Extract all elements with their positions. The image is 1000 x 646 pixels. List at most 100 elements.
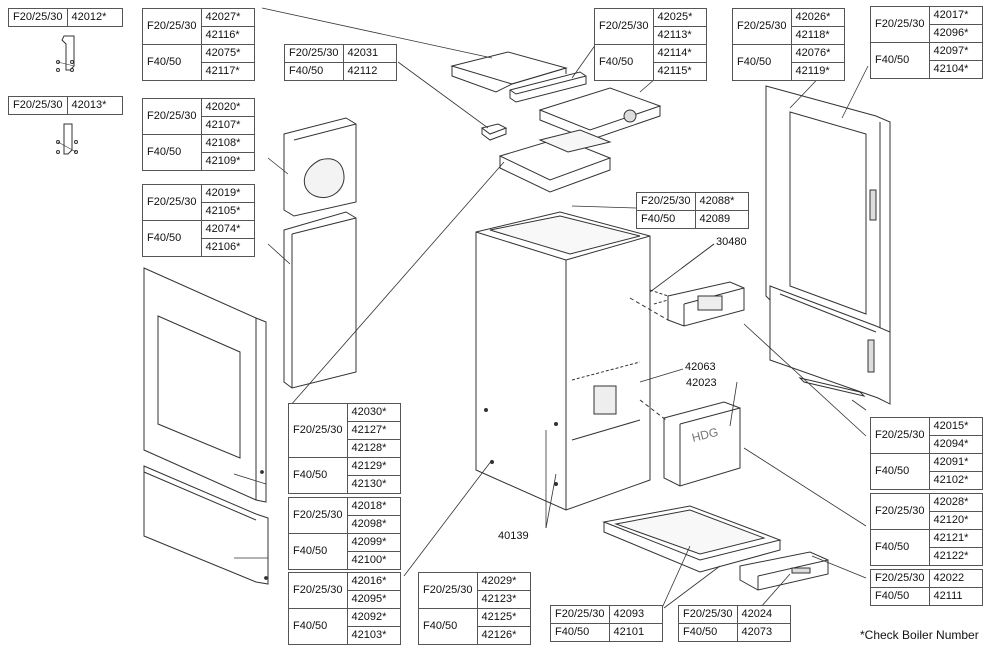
model-cell: F40/50 [732,44,792,81]
model-cell: F20/25/30 [870,6,930,43]
part-number-cell: 42022 [928,569,983,588]
model-cell: F20/25/30 [418,572,478,609]
part-number-cell: 42026* [790,8,845,27]
model-cell: F20/25/30 [870,493,930,530]
part-number-cell: 42073 [736,623,791,642]
part-number-cell: 42027* [200,8,255,27]
model-cell: F20/25/30 [678,605,738,624]
callout-42023: 42023 [686,377,717,389]
model-cell: F40/50 [142,134,202,171]
parts-row: 42116* [143,26,255,45]
part-number-cell: 42128* [346,439,401,458]
model-cell: F20/25/30 [284,44,344,63]
part-number-cell: 42107* [200,116,255,135]
parts-row: 42120* [871,511,983,530]
model-cell: F20/25/30 [288,497,348,534]
part-number-cell: 42120* [928,511,983,530]
part-number-cell: 42109* [200,152,255,171]
part-number-cell: 42095* [346,590,401,609]
parts-row: 42094* [871,435,983,454]
model-cell: F20/25/30 [8,96,68,115]
model-cell: F40/50 [288,533,348,570]
part-number-cell: 42122* [928,547,983,566]
parts-row: 42117* [143,62,255,81]
svg-text:HDG: HDG [690,425,719,445]
model-cell: F20/25/30 [550,605,610,624]
top-cover-lid [450,51,568,93]
model-cell: F20/25/30 [142,8,202,45]
model-cell: F40/50 [594,44,654,81]
model-cell: F20/25/30 [288,572,348,609]
model-cell: F40/50 [870,453,930,490]
part-number-cell: 42117* [200,62,255,81]
right-lower-panel [769,285,891,405]
part-number-cell: 42030* [346,403,401,422]
left-middle-panel [283,211,357,389]
part-number-cell: 42076* [790,44,845,63]
control-tray [498,129,612,193]
part-number-cell: 42125* [476,608,531,627]
part-number-cell: 42130* [346,475,401,494]
part-number-cell: 42103* [346,626,401,645]
part-number-cell: 42015* [928,417,983,436]
burner-cover-hdg: HDG [663,401,741,487]
part-number-cell: 42017* [928,6,983,25]
part-number-cell: 42099* [346,533,401,552]
model-cell: F40/50 [870,529,930,566]
dashed-guide-line [629,297,669,321]
part-number-cell: 42025* [652,8,707,27]
part-number-cell: 42127* [346,421,401,440]
part-number-cell: 42111 [928,587,983,606]
part-number-cell: 42104* [928,60,983,79]
parts-row: 42103* [289,626,401,645]
part-number-cell: 42114* [652,44,707,63]
part-number-cell: 42074* [200,220,255,239]
part-number-cell: 42089 [694,210,749,229]
model-cell: F40/50 [550,623,610,642]
model-cell: F40/50 [288,457,348,494]
part-number-cell: 42020* [200,98,255,117]
front-door-panel [143,267,267,503]
parts-row: 42106* [143,238,255,257]
parts-row: 42126* [419,626,531,645]
part-number-cell: 42108* [200,134,255,153]
part-number-cell: 42019* [200,184,255,203]
model-cell: F20/25/30 [636,192,696,211]
part-number-cell: 42096* [928,24,983,43]
part-number-cell: 42115* [652,62,707,81]
parts-row: 42107* [143,116,255,135]
model-cell: F20/25/30 [594,8,654,45]
part-number-cell: 42123* [476,590,531,609]
model-cell: F40/50 [870,587,930,606]
left-upper-panel [283,117,357,217]
